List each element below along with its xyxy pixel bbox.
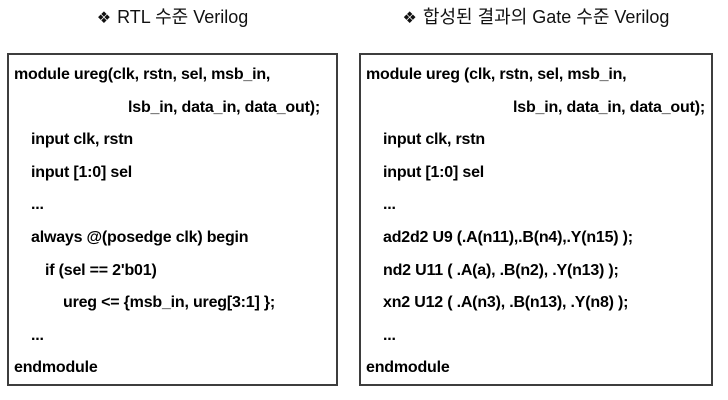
code-line: ad2d2 U9 (.A(n11),.B(n4),.Y(n15) );: [383, 228, 633, 246]
code-line: endmodule: [366, 359, 450, 377]
code-line: ...: [31, 196, 44, 214]
code-line: input [1:0] sel: [31, 163, 133, 181]
gate-panel-title-text: 합성된 결과의 Gate 수준 Verilog: [422, 7, 670, 27]
code-line: ...: [31, 326, 44, 344]
rtl-code-box: module ureg(clk, rstn, sel, msb_in, lsb_i…: [7, 53, 338, 386]
code-line: input clk, rstn: [383, 131, 485, 149]
rtl-panel-title-text: RTL 수준 Verilog: [117, 7, 249, 27]
code-line: lsb_in, data_in, data_out);: [513, 98, 705, 116]
code-line: ...: [383, 196, 396, 214]
code-line: lsb_in, data_in, data_out);: [128, 98, 320, 116]
gate-panel-title: ❖ 합성된 결과의 Gate 수준 Verilog: [359, 3, 713, 29]
code-line: xn2 U12 ( .A(n3), .B(n13), .Y(n8) );: [383, 294, 629, 312]
code-line: ...: [383, 326, 396, 344]
code-line: ureg <= {msb_in, ureg[3:1] };: [63, 294, 276, 312]
gate-code-box: module ureg (clk, rstn, sel, msb_in, lsb_…: [359, 53, 713, 386]
diamond-bullet-icon: ❖: [96, 10, 112, 27]
rtl-panel-title: ❖ RTL 수준 Verilog: [7, 3, 338, 29]
code-line: endmodule: [14, 359, 98, 377]
code-line: input clk, rstn: [31, 131, 133, 149]
code-line: module ureg (clk, rstn, sel, msb_in,: [366, 66, 627, 83]
code-line: module ureg(clk, rstn, sel, msb_in,: [14, 66, 271, 83]
code-line: input [1:0] sel: [383, 163, 485, 181]
code-line: nd2 U11 ( .A(a), .B(n2), .Y(n13) );: [383, 261, 619, 279]
diamond-bullet-icon: ❖: [402, 10, 417, 27]
code-line: if (sel == 2'b01): [45, 261, 157, 279]
code-line: always @(posedge clk) begin: [31, 228, 249, 246]
